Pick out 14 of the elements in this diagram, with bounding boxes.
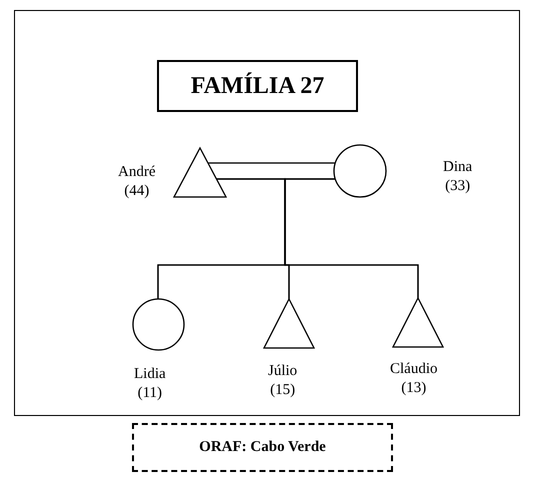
person-name-label: Júlio (15) (268, 362, 298, 400)
person-name-label: André (44) (118, 163, 156, 201)
title-box: FAMÍLIA 27 (157, 60, 358, 112)
person-name-label: Cláudio (13) (390, 360, 438, 398)
marriage-line (208, 162, 335, 164)
descent-line (284, 178, 419, 298)
male-symbol (174, 148, 226, 197)
male-symbol (264, 299, 314, 348)
female-symbol (334, 145, 386, 197)
female-symbol (133, 299, 184, 350)
male-symbol (393, 298, 443, 347)
person-name-label: Lidia (11) (134, 365, 166, 403)
location-box: ORAF: Cabo Verde (132, 423, 393, 472)
person-name-label: Dina (33) (443, 158, 472, 196)
